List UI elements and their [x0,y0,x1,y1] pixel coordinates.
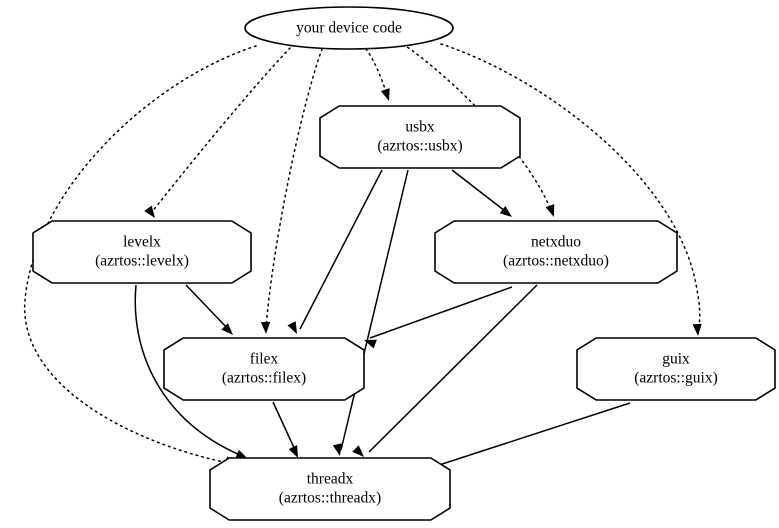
nodes-layer: your device codeusbx(azrtos::usbx)levelx… [32,6,776,521]
edge-device-to-guix [440,43,701,331]
edge-filex-to-threadx [272,401,297,453]
arrowhead-netxduo-to-filex [364,339,377,349]
edge-guix-to-threadx [435,402,631,467]
node-threadx[interactable]: threadx(azrtos::threadx) [209,457,451,521]
node-label-levelx-name: levelx [123,234,161,251]
node-filex[interactable]: filex(azrtos::filex) [163,337,365,401]
node-shape-device [244,6,454,50]
arrowhead-levelx-to-threadx [235,449,248,459]
arrowhead-filex-to-threadx [288,445,298,458]
edges-layer [24,43,701,467]
edge-netxduo-to-threadx [368,284,538,453]
edge-levelx-to-threadx [134,284,241,456]
edge-device-to-threadx [24,45,257,464]
arrowhead-netxduo-to-threadx [352,445,364,457]
edge-usbx-to-threadx [340,169,409,451]
node-label-guix-namespace: (azrtos::guix) [634,370,718,387]
node-device[interactable]: your device code [244,6,454,50]
node-label-usbx-name: usbx [405,119,435,136]
arrowhead-device-to-levelx [144,205,155,218]
node-label-threadx-name: threadx [307,471,354,488]
arrowhead-device-to-netxduo [545,204,555,217]
node-label-threadx-namespace: (azrtos::threadx) [279,490,381,507]
node-guix[interactable]: guix(azrtos::guix) [576,337,776,401]
node-shape-netxduo [434,220,678,284]
node-label-netxduo-namespace: (azrtos::netxduo) [503,253,609,270]
node-label-filex-namespace: (azrtos::filex) [222,370,306,387]
node-shape-filex [163,337,365,401]
arrowhead-levelx-to-filex [221,323,233,335]
node-label-usbx-namespace: (azrtos::usbx) [377,138,462,155]
node-shape-threadx [209,457,451,521]
node-label-levelx-namespace: (azrtos::levelx) [95,253,189,270]
node-label-filex-name: filex [250,351,279,368]
edge-netxduo-to-filex [369,286,513,339]
arrowhead-device-to-guix [692,323,702,336]
node-levelx[interactable]: levelx(azrtos::levelx) [32,220,252,284]
arrowhead-device-to-usbx [380,88,390,101]
edge-device-to-levelx [151,47,291,213]
node-shape-usbx [319,105,521,169]
arrowhead-usbx-to-netxduo [499,205,512,217]
arrowhead-usbx-to-threadx [332,443,342,456]
edge-device-to-usbx [365,48,388,96]
edge-usbx-to-netxduo [451,169,506,212]
node-label-device-name: your device code [296,20,402,37]
edge-usbx-to-filex [299,169,383,330]
node-label-guix-name: guix [662,351,690,368]
edge-levelx-to-filex [185,284,230,331]
node-usbx[interactable]: usbx(azrtos::usbx) [319,105,521,169]
node-netxduo[interactable]: netxduo(azrtos::netxduo) [434,220,678,284]
node-label-netxduo-name: netxduo [531,234,581,251]
arrowhead-usbx-to-filex [287,321,297,334]
node-shape-levelx [32,220,252,284]
edge-device-to-filex [265,48,323,329]
arrowhead-device-to-filex [260,321,271,334]
node-shape-guix [576,337,776,401]
